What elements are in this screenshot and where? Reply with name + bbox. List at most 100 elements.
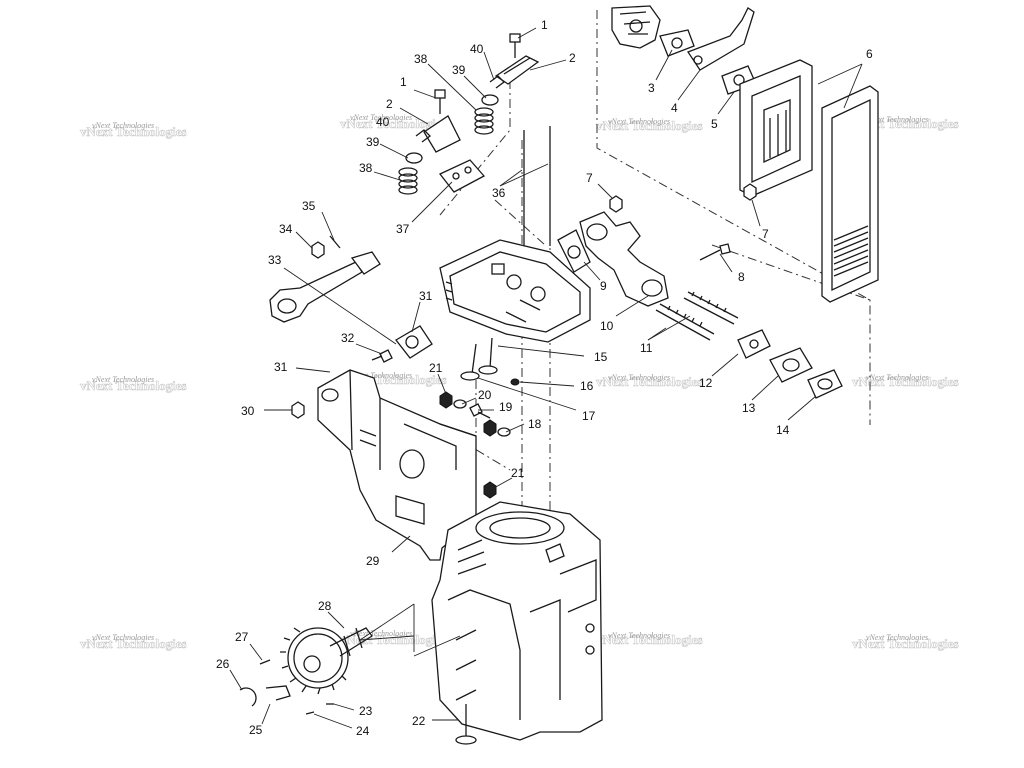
nut <box>609 195 623 213</box>
callout-6: 6 <box>866 47 873 61</box>
watermark-ghost: vNext Technologies <box>80 124 187 139</box>
callout-labels: 1 2 40 38 39 1 2 40 39 38 37 36 35 34 33… <box>216 18 873 738</box>
watermark-ghost: vNext Technologies <box>596 632 703 647</box>
callout-28: 28 <box>318 599 332 613</box>
watermark-ghost: vNext Technologies <box>596 118 703 133</box>
callout-2: 2 <box>569 51 576 65</box>
exhaust-gasket <box>395 325 433 359</box>
spring-clip <box>265 685 291 701</box>
exhaust-pipe <box>269 251 381 323</box>
watermark-text: vNext Technologies <box>866 373 928 382</box>
watermark-text: vNext Technologies <box>92 375 154 384</box>
pin <box>305 711 315 715</box>
washer <box>497 427 511 437</box>
callout-31: 31 <box>419 289 433 303</box>
exhaust-valve <box>460 343 480 381</box>
callout-17: 17 <box>582 409 596 423</box>
callout-7: 7 <box>762 227 769 241</box>
watermark-ghost: vNext Technologies <box>852 636 959 651</box>
callout-37: 37 <box>396 222 410 236</box>
tappet <box>455 704 477 745</box>
nut <box>743 183 757 201</box>
callout-25: 25 <box>249 723 263 737</box>
callout-7: 7 <box>586 171 593 185</box>
callout-10: 10 <box>600 319 614 333</box>
nut <box>291 401 305 419</box>
callout-36: 36 <box>492 186 506 200</box>
nut <box>439 391 453 409</box>
guide-plate <box>438 159 486 193</box>
camshaft <box>280 627 373 695</box>
watermark-text: vNext Technologies <box>866 633 928 642</box>
callout-32: 32 <box>341 331 355 345</box>
watermark-ghost: vNext Technologies <box>80 378 187 393</box>
muffler <box>317 369 477 561</box>
watermark-text: vNext Technologies <box>608 631 670 640</box>
stud <box>329 235 341 249</box>
callout-20: 20 <box>478 388 492 402</box>
callout-40: 40 <box>470 42 484 56</box>
valve-spring <box>398 167 418 195</box>
stud <box>469 403 491 419</box>
clip <box>415 129 431 143</box>
push-rods <box>523 126 551 250</box>
callout-18: 18 <box>528 417 542 431</box>
gasket <box>807 369 843 399</box>
callout-38: 38 <box>359 161 373 175</box>
callout-30: 30 <box>241 404 255 418</box>
callout-11: 11 <box>640 341 653 355</box>
rocker-arm-lower <box>423 115 461 153</box>
intake-gasket <box>557 229 591 273</box>
watermark-text: vNext Technologies <box>350 629 412 638</box>
spacer <box>769 347 813 383</box>
intake-manifold <box>579 211 669 307</box>
valve-seal <box>510 378 520 386</box>
callout-33: 33 <box>268 253 282 267</box>
watermark-text: vNext Technologies <box>608 373 670 382</box>
callout-27: 27 <box>235 630 249 644</box>
callout-23: 23 <box>359 704 373 718</box>
callout-8: 8 <box>738 270 745 284</box>
bolt <box>434 89 446 114</box>
air-cleaner-base <box>739 59 813 197</box>
callout-21: 21 <box>511 466 525 480</box>
watermark-text: vNext Technologies <box>866 115 928 124</box>
watermark-text: vNext Technologies <box>608 117 670 126</box>
carburetor <box>611 5 661 49</box>
nut <box>311 241 325 259</box>
bolt <box>699 243 731 261</box>
callout-3: 3 <box>648 81 655 95</box>
callout-31: 31 <box>274 360 288 374</box>
watermark-text: vNext Technologies <box>350 113 412 122</box>
callout-40: 40 <box>376 115 390 129</box>
callout-4: 4 <box>671 101 678 115</box>
studs <box>655 291 739 341</box>
callout-24: 24 <box>356 724 370 738</box>
cylinder-head <box>439 239 591 343</box>
callout-15: 15 <box>594 350 608 364</box>
callout-19: 19 <box>499 400 513 414</box>
callout-1: 1 <box>400 75 407 89</box>
washer <box>453 399 467 409</box>
callout-21: 21 <box>429 361 443 375</box>
valve-spring <box>474 107 494 135</box>
callout-16: 16 <box>580 379 594 393</box>
circlip <box>239 687 257 707</box>
watermark-text: vNext Technologies <box>92 633 154 642</box>
watermark-ghost: vNext Technologies <box>596 374 703 389</box>
carburetor-gasket <box>659 29 695 57</box>
bolt <box>509 33 521 58</box>
callout-39: 39 <box>452 63 466 77</box>
watermark-ghost: vNext Technologies <box>80 636 187 651</box>
callout-35: 35 <box>302 199 316 213</box>
nut <box>483 481 497 499</box>
choke-bracket <box>687 7 755 71</box>
nut <box>483 419 497 437</box>
callout-9: 9 <box>600 279 607 293</box>
callout-5: 5 <box>711 117 718 131</box>
callout-29: 29 <box>366 554 380 568</box>
crankcase <box>431 501 603 741</box>
watermark-text: vNext Technologies <box>350 371 412 380</box>
callout-1: 1 <box>541 18 548 32</box>
